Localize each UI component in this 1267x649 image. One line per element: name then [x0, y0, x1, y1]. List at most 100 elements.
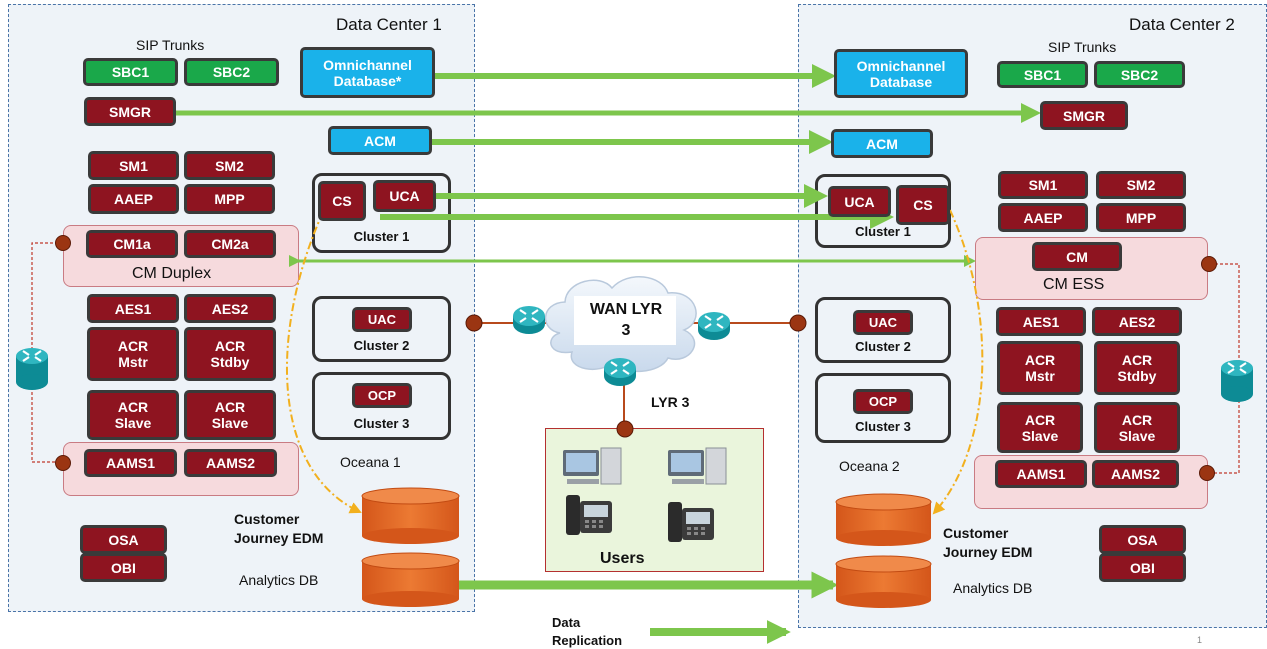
- dc2-obi: OBI: [1099, 553, 1186, 582]
- port-dot: [789, 314, 807, 332]
- dc2-cm: CM: [1032, 242, 1122, 271]
- dc1-cm2a: CM2a: [184, 230, 276, 258]
- dc1-aaep: AAEP: [88, 184, 179, 214]
- dc2-sm2: SM2: [1096, 171, 1186, 199]
- port-dot: [55, 235, 71, 251]
- dc1-cs: CS: [318, 181, 366, 221]
- dc2-aes2: AES2: [1092, 307, 1182, 336]
- router-icon: [16, 348, 48, 390]
- dc2-aams1: AAMS1: [995, 460, 1087, 488]
- dc1-uca: UCA: [373, 180, 436, 212]
- dc1-cm1a: CM1a: [86, 230, 178, 258]
- data-center-1-title: Data Center 1: [336, 15, 442, 34]
- replication-arrows: [174, 64, 1041, 644]
- dc1-aes2: AES2: [184, 294, 276, 323]
- users-label: Users: [600, 550, 645, 567]
- dc1-aes1: AES1: [87, 294, 179, 323]
- wan-label: WAN LYR 3: [589, 301, 663, 339]
- workstation-icon: [668, 447, 727, 485]
- port-dot: [55, 455, 71, 471]
- database-cylinder-icon: [835, 493, 932, 546]
- dc1-acr-mstr: ACR Mstr: [87, 327, 179, 381]
- oceana-1-label: Oceana 1: [340, 454, 401, 470]
- router-icon: [698, 312, 730, 340]
- dc2-cluster-3: Cluster 3: [815, 373, 951, 443]
- router-icon: [604, 358, 636, 386]
- dc2-smgr: SMGR: [1040, 101, 1128, 130]
- page-number: 1: [1197, 635, 1203, 645]
- workstation-icon: [563, 447, 622, 485]
- dc1-sm2: SM2: [184, 151, 275, 180]
- dc2-mpp: MPP: [1096, 203, 1186, 232]
- dc2-uac: UAC: [853, 310, 913, 335]
- dc2-sip-trunks-label: SIP Trunks: [1048, 39, 1117, 55]
- dc2-aaep: AAEP: [998, 203, 1088, 232]
- ip-phone-icon: [566, 495, 612, 535]
- dc1-sbc1: SBC1: [83, 58, 178, 86]
- dc1-obi: OBI: [80, 553, 167, 582]
- dc1-sip-trunks-label: SIP Trunks: [136, 37, 205, 53]
- wan-label-bg: [574, 296, 676, 345]
- dc1-aams1: AAMS1: [84, 449, 177, 477]
- dc2-aams2: AAMS2: [1092, 460, 1179, 488]
- dc1-omnichannel-database: Omnichannel Database*: [300, 47, 435, 98]
- dc1-cluster-1-label: Cluster 1: [353, 229, 410, 244]
- dc1-osa: OSA: [80, 525, 167, 554]
- port-dot: [465, 314, 483, 332]
- dc1-cluster-2-label: Cluster 2: [353, 338, 410, 353]
- dc2-cluster-1-label: Cluster 1: [855, 224, 911, 239]
- ip-phone-icon: [668, 502, 714, 542]
- dc2-analytics-db-label: Analytics DB: [953, 580, 1033, 596]
- dc2-sbc2: SBC2: [1094, 61, 1185, 88]
- dc1-acm: ACM: [328, 126, 432, 155]
- dc2-acr-stdby: ACR Stdby: [1094, 341, 1180, 395]
- dc1-sm1: SM1: [88, 151, 179, 180]
- cm-duplex-label: CM Duplex: [132, 265, 212, 282]
- legend-label: Data Replication: [552, 615, 623, 648]
- dc1-uac: UAC: [352, 307, 412, 332]
- dc1-analytics-db-label: Analytics DB: [239, 572, 319, 588]
- connection-dots: [55, 235, 1217, 481]
- dc2-sm1: SM1: [998, 171, 1088, 199]
- dc2-cluster-2-label: Cluster 2: [855, 339, 911, 354]
- dc2-acr-slave-1: ACR Slave: [997, 402, 1083, 453]
- port-dot: [1199, 465, 1215, 481]
- dc1-mpp: MPP: [184, 184, 275, 214]
- dc2-acr-mstr: ACR Mstr: [997, 341, 1083, 395]
- dc2-acm: ACM: [831, 129, 933, 158]
- dc1-acr-stdby: ACR Stdby: [184, 327, 276, 381]
- router-icon: [1221, 360, 1253, 402]
- dc2-cluster-3-label: Cluster 3: [855, 419, 911, 434]
- database-cylinder-icon: [835, 555, 932, 608]
- oceana-2-label: Oceana 2: [839, 458, 900, 474]
- dc1-cs-to-edm-link: [286, 211, 362, 514]
- dc2-cs: CS: [896, 185, 950, 225]
- dc2-aes1: AES1: [996, 307, 1086, 336]
- dc1-ocp: OCP: [352, 383, 412, 408]
- dc1-smgr: SMGR: [84, 97, 176, 126]
- dc2-osa: OSA: [1099, 525, 1186, 554]
- dc1-aams2: AAMS2: [184, 449, 277, 477]
- port-dot: [1201, 256, 1217, 272]
- router-icon: [513, 306, 545, 334]
- cm-ess-label: CM ESS: [1043, 276, 1105, 293]
- dc1-sbc2: SBC2: [184, 58, 279, 86]
- dc1-acr-slave-1: ACR Slave: [87, 390, 179, 440]
- dc1-cluster-3-label: Cluster 3: [353, 416, 410, 431]
- dc2-customer-journey-edm-label: Customer Journey EDM: [943, 525, 1033, 560]
- database-cylinder-icon: [361, 552, 460, 607]
- dc2-acr-slave-2: ACR Slave: [1094, 402, 1180, 453]
- data-center-2-title: Data Center 2: [1129, 15, 1235, 34]
- lyr3-label: LYR 3: [651, 394, 690, 410]
- dc2-ocp: OCP: [853, 389, 913, 414]
- dc1-acr-slave-2: ACR Slave: [184, 390, 276, 440]
- dc1-customer-journey-edm-label: Customer Journey EDM: [234, 511, 324, 546]
- port-dot: [616, 420, 634, 438]
- dc2-omnichannel-database: Omnichannel Database: [834, 49, 968, 98]
- dc2-cs-to-edm-link: [932, 209, 984, 515]
- database-cylinder-icon: [361, 487, 460, 544]
- dc2-sbc1: SBC1: [997, 61, 1088, 88]
- dc2-uca: UCA: [828, 186, 891, 217]
